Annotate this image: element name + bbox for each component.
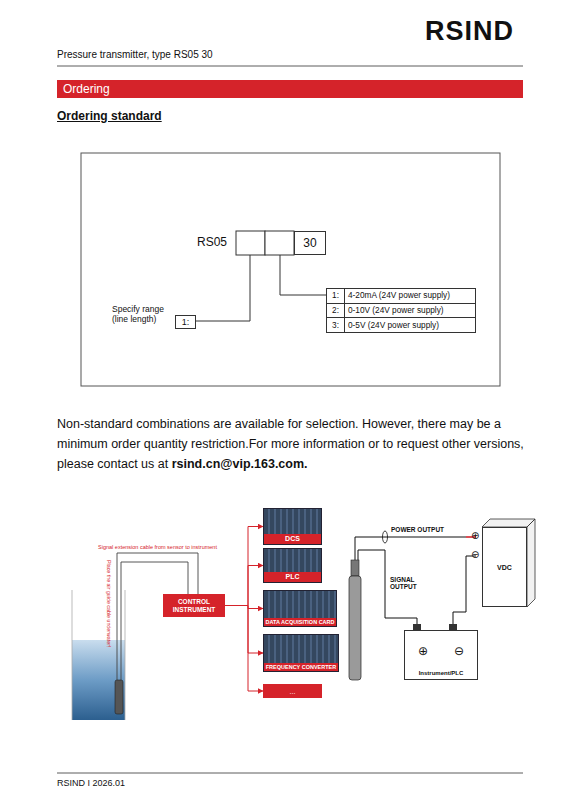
vdc-box-side [482, 519, 535, 607]
sensor [349, 576, 361, 680]
node-text: CONTROL INSTRUMENT [165, 598, 223, 612]
option-table: 1:4-20mA (24V power supply)2:0-10V (24V … [326, 288, 476, 333]
node-text: ⊖ [441, 631, 477, 670]
device-box: DATA ACQUISITION CARD [263, 590, 337, 627]
header-rule [57, 66, 523, 67]
node-text: 3: [327, 318, 345, 332]
footer-rule [57, 773, 523, 774]
device-box: DCS [263, 508, 322, 545]
section-heading: Ordering standard [57, 110, 162, 124]
range-box: 1: [175, 315, 196, 329]
device-box: ... [263, 684, 322, 698]
logo: RSIND [425, 16, 514, 47]
node-text: DCS [264, 534, 321, 544]
section-band: Ordering [57, 80, 523, 98]
node-text: 30 [303, 236, 316, 250]
signal-name: POWER OUTPUT [391, 526, 444, 533]
node-text: 4-20mA (24V power supply) [345, 289, 475, 304]
field-note: Specify range (line length) [112, 305, 174, 325]
control-box: CONTROL INSTRUMENT [163, 594, 225, 617]
node-text: DATA ACQUISITION CARD [264, 618, 336, 626]
code-box [236, 231, 265, 255]
node-text: 1: [327, 289, 345, 304]
node-text: Ordering [63, 82, 110, 96]
connector-arrow [225, 606, 263, 654]
device-box: PLC [263, 548, 322, 583]
node-text: 0-5V (24V power supply) [345, 318, 475, 332]
connector-arrow [225, 566, 263, 606]
connector-arrow [225, 527, 263, 606]
ordering-frame [81, 153, 500, 386]
cable-note: Signal extension cable from sensor to in… [98, 544, 217, 550]
node-text: ... [290, 688, 296, 695]
signal-name: SIGNAL OUTPUT [390, 576, 424, 591]
model-code: RS05 [197, 236, 227, 250]
cable-marker [383, 531, 388, 543]
node-text: ⊕ [405, 631, 441, 670]
footer-text: RSIND I 2026.01 [57, 778, 125, 788]
sensor-connector [351, 560, 359, 576]
node-text: 1: [182, 317, 190, 327]
power-wire [355, 537, 466, 560]
note-paragraph: Non-standard combinations are available … [57, 414, 527, 474]
leader-line [196, 255, 250, 321]
connector-arrow [225, 606, 263, 692]
node-text: 2: [327, 304, 345, 319]
code-box: 30 [294, 231, 326, 255]
power-supply-box: VDC [482, 527, 527, 607]
page-title: Pressure transmitter, type RS05 30 [57, 49, 213, 61]
cable [121, 562, 188, 680]
node-text: 0-10V (24V power supply) [345, 304, 475, 319]
leader-line [280, 255, 326, 295]
node-text: Instrument/PLC [405, 670, 477, 679]
node-text: PLC [264, 572, 321, 582]
node-text: VDC [497, 564, 512, 571]
device-box: FREQUENCY CONVERTER [263, 634, 339, 672]
sensor [115, 680, 123, 714]
ground-wire [453, 556, 476, 624]
code-box [265, 231, 294, 255]
node-text: FREQUENCY CONVERTER [264, 663, 338, 671]
email: rsind.cn@vip.163.com. [172, 457, 308, 471]
instrument-box: ⊕⊖Instrument/PLC [404, 630, 478, 680]
cable-note: Place the air guide cable underwater! [106, 560, 112, 647]
terminal-symbol: ⊖ [471, 549, 479, 561]
terminal-symbol: ⊕ [471, 530, 479, 542]
